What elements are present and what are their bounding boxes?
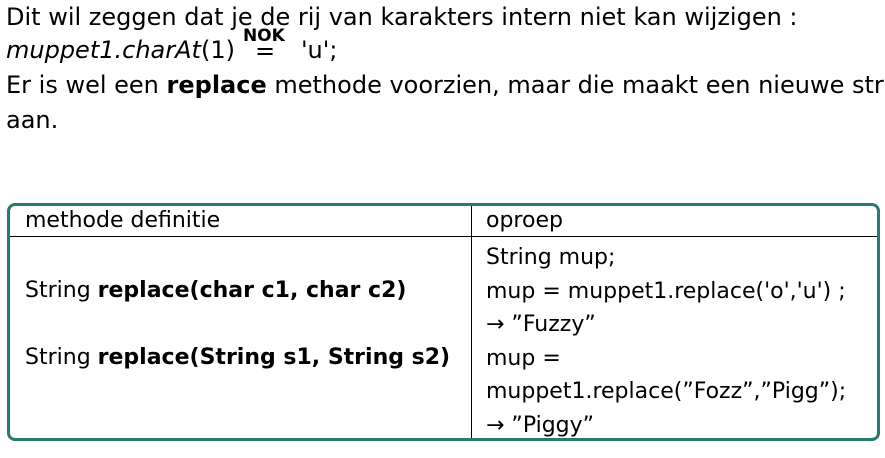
call-line: muppet1.replace(”Fozz”,”Pigg”);: [486, 379, 847, 404]
call-line: mup =: [486, 345, 561, 371]
replace-keyword: replace: [166, 71, 267, 99]
replace-methods-table: methode definitie oproep String replace(…: [7, 203, 880, 441]
nok-symbol: NOK=: [243, 27, 297, 65]
definition-signature: replace(char c1, char c2): [97, 278, 407, 303]
definition-signature: replace(String s1, String s2): [97, 345, 451, 370]
call-line: mup = muppet1.replace('o','u') ;: [486, 278, 846, 304]
nok-equals: =: [254, 37, 276, 65]
charat-call: muppet1.charAt: [6, 36, 201, 64]
line3-after: methode voorzien, maar die maakt een nie…: [266, 71, 885, 99]
header-divider: [10, 236, 877, 237]
charat-value: 'u';: [300, 36, 338, 64]
definition-prefix: String: [25, 278, 98, 303]
call-line: → ”Piggy”: [486, 412, 595, 438]
call-line: → ”Fuzzy”: [486, 312, 596, 337]
column-divider: [471, 206, 472, 438]
charat-expression: muppet1.charAt(1)NOK='u';: [6, 27, 338, 65]
nok-label: NOK: [242, 26, 285, 46]
charat-argument: (1): [200, 36, 235, 64]
intro-line-1: Dit wil zeggen dat je de rij van karakte…: [6, 3, 798, 31]
definition-prefix: String: [25, 345, 98, 370]
intro-line-3: Er is wel een replace methode voorzien, …: [6, 70, 885, 100]
definition-replace-char: String replace(char c1, char c2): [25, 276, 406, 306]
call-line: String mup;: [486, 245, 616, 270]
header-call: oproep: [486, 208, 563, 233]
header-method-definition: methode definitie: [25, 208, 221, 233]
line3-before: Er is wel een: [6, 71, 167, 99]
definition-replace-string: String replace(String s1, String s2): [25, 343, 450, 373]
intro-line-4: aan.: [6, 106, 59, 134]
